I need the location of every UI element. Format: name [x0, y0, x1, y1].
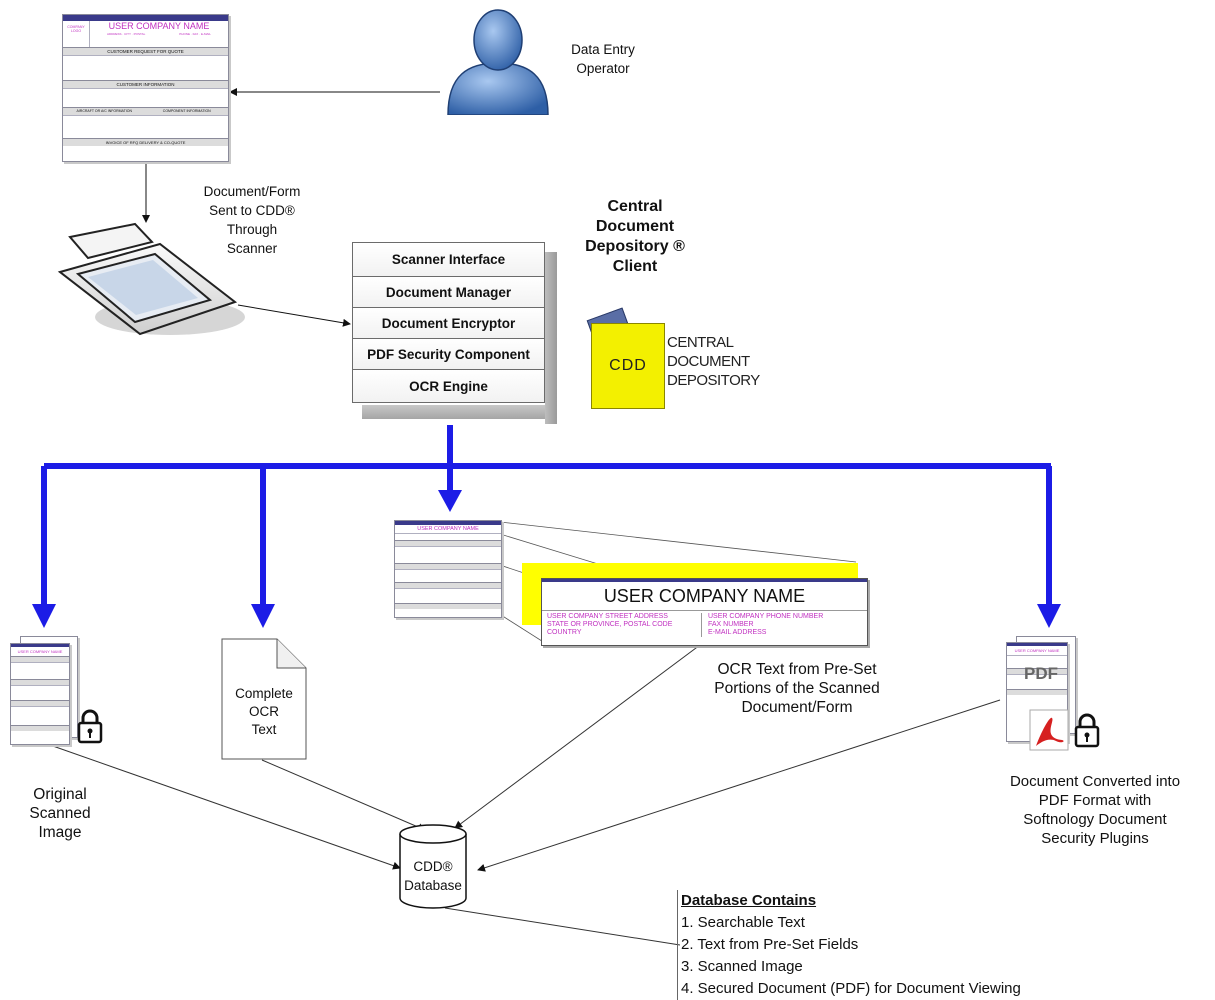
component-scanner-interface: Scanner Interface — [352, 242, 545, 276]
form-company-name: USER COMPANY NAME — [108, 21, 210, 31]
client-component-stack: Scanner Interface Document Manager Docum… — [352, 242, 545, 403]
ocr-text-label: Complete OCR Text — [235, 686, 293, 737]
lock-icon-original — [77, 709, 103, 744]
preset-label: OCR Text from Pre-Set Portions of the Sc… — [714, 661, 880, 716]
logo-line-2: DOCUMENT — [667, 353, 750, 370]
preset-contact-1: USER COMPANY PHONE NUMBER — [708, 613, 824, 620]
scanner-icon — [57, 222, 245, 336]
ocr-distribution-flow — [41, 425, 1052, 608]
flow-arrowheads — [32, 490, 1061, 628]
contains-title: Database Contains — [681, 892, 817, 909]
component-pdf-security: PDF Security Component — [352, 338, 545, 369]
client-title: Central Document Depository ® Client — [585, 198, 685, 275]
logo-line-3: DEPOSITORY — [667, 372, 760, 389]
database-icon — [399, 824, 467, 909]
form-section-quote: CUSTOMER REQUEST FOR QUOTE — [63, 47, 228, 55]
pdf-converted-label: Document Converted into PDF Format with … — [1009, 773, 1181, 847]
ocr-text-document-icon — [221, 638, 307, 760]
component-ocr-engine: OCR Engine — [352, 369, 545, 403]
scanner-label: Document/Form Sent to CDD® Through Scann… — [203, 184, 301, 256]
db-lines — [49, 644, 1001, 946]
scanner-to-client-arrow — [237, 304, 351, 327]
component-document-encryptor: Document Encryptor — [352, 307, 545, 338]
preset-small-form: USER COMPANY NAME — [394, 520, 502, 618]
contains-item-2: 2. Text from Pre-Set Fields — [681, 936, 859, 953]
preset-contact-2: FAX NUMBER — [708, 621, 754, 628]
cdd-logo: CDD CENTRAL DOCUMENT DEPOSITORY — [585, 305, 760, 413]
preset-zoomed-portion: USER COMPANY NAME USER COMPANY STREET AD… — [541, 578, 868, 646]
database-label: CDD® Database — [404, 859, 462, 893]
form-section-customer: CUSTOMER INFORMATION — [63, 80, 228, 88]
database-contains-box: Database Contains 1. Searchable Text 2. … — [677, 890, 1101, 1000]
preset-company-name: USER COMPANY NAME — [542, 582, 867, 611]
source-form-thumbnail: COMPANY LOGO USER COMPANY NAME ADDRESS ·… — [62, 14, 229, 162]
logo-line-1: CENTRAL — [667, 334, 734, 351]
lock-icon-pdf — [1074, 713, 1100, 748]
component-document-manager: Document Manager — [352, 276, 545, 307]
pdf-badge: PDF — [1024, 664, 1058, 683]
logo-folder: CDD — [591, 323, 665, 409]
operator-person-icon — [447, 9, 549, 115]
form-section-component: COMPONENT INFORMATION — [145, 107, 228, 115]
original-image-label: Original Scanned Image — [29, 786, 91, 841]
preset-contact-3: E-MAIL ADDRESS — [708, 629, 767, 636]
operator-label: Data Entry Operator — [571, 42, 635, 76]
preset-address-1: USER COMPANY STREET ADDRESS — [547, 613, 668, 620]
contains-item-1: 1. Searchable Text — [681, 914, 805, 931]
original-image-thumbnail: USER COMPANY NAME — [10, 643, 70, 745]
form-section-aircraft: AIRCRAFT OR A/C INFORMATION — [63, 107, 146, 115]
contains-item-3: 3. Scanned Image — [681, 958, 803, 975]
preset-address-3: COUNTRY — [547, 629, 582, 636]
logo-text: CDD — [609, 357, 647, 374]
preset-address-2: STATE OR PROVINCE, POSTAL CODE — [547, 621, 673, 628]
contains-item-4: 4. Secured Document (PDF) for Document V… — [681, 980, 1021, 997]
acrobat-icon — [1029, 709, 1069, 751]
form-section-invoice: INVOICE OF RFQ DELIVERY & CO-QUOTE — [63, 138, 228, 146]
